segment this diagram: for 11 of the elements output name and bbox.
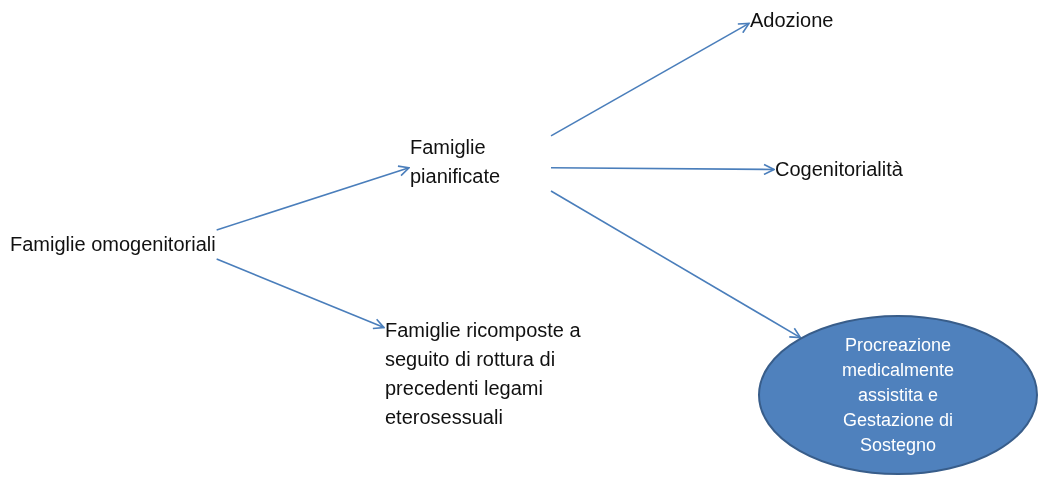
node-text: Adozione bbox=[750, 8, 834, 33]
node-text: Famiglie pianificate bbox=[410, 135, 502, 189]
arrow bbox=[215, 165, 410, 231]
node-text: Famiglie ricomposte a seguito di rottura di precedenti legami eterosessuali bbox=[385, 318, 582, 430]
node-text: Procreazione medicalmente assistita e Gestazione di Sostegno bbox=[840, 333, 956, 457]
node-text: Famiglie omogenitoriali bbox=[10, 232, 216, 257]
arrow bbox=[215, 258, 385, 330]
arrow bbox=[550, 190, 802, 339]
node-text: Cogenitorialità bbox=[775, 157, 903, 182]
arrow bbox=[550, 22, 750, 137]
arrow bbox=[550, 163, 775, 176]
